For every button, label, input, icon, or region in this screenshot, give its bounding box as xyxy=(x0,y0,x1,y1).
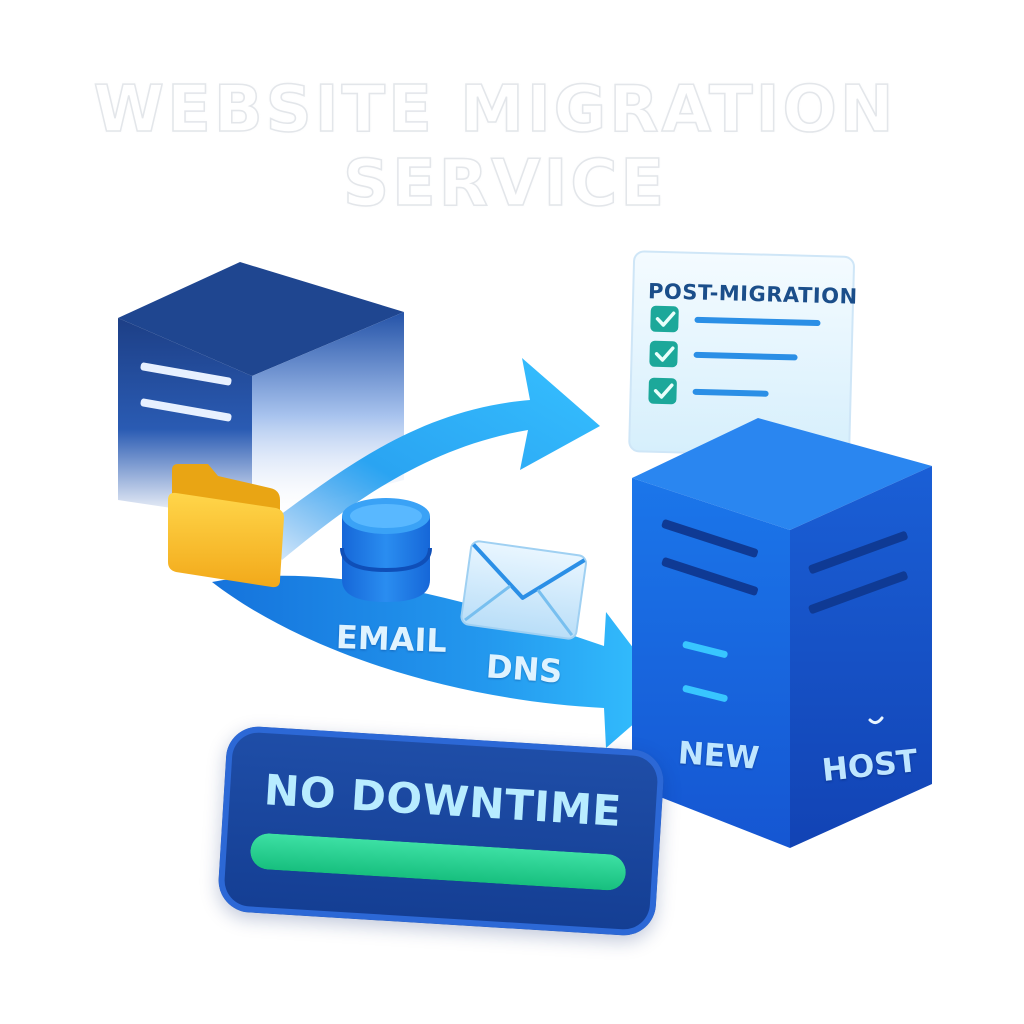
envelope-icon xyxy=(460,540,587,640)
new-server-slot xyxy=(808,531,908,574)
new-server xyxy=(632,418,932,848)
checklist-line xyxy=(694,316,821,327)
check-icon xyxy=(649,340,678,368)
flow-label-dns: DNS xyxy=(484,647,564,691)
page-title-line-1: WEBSITE MIGRATION xyxy=(93,73,897,147)
progress-fill xyxy=(249,832,627,892)
server-label-new: NEW xyxy=(676,735,761,777)
checklist-line xyxy=(692,388,769,397)
check-icon xyxy=(650,305,679,333)
page-title-line-2: SERVICE xyxy=(342,147,668,221)
check-icon xyxy=(648,377,677,405)
old-server-slot xyxy=(140,362,232,386)
checklist-line xyxy=(693,351,798,361)
badge-text: NO DOWNTIME xyxy=(262,765,623,836)
old-server-slot xyxy=(140,398,232,422)
migration-arrow-bottom xyxy=(212,575,668,748)
old-server xyxy=(118,262,404,520)
new-server-slot xyxy=(661,519,759,558)
progress-track xyxy=(249,832,627,892)
new-server-indicator xyxy=(682,641,728,658)
new-server-slot xyxy=(808,571,908,614)
new-server-indicator xyxy=(682,685,728,702)
new-server-slot xyxy=(661,557,759,596)
checklist-card xyxy=(628,250,855,458)
flow-label-email: EMAIL xyxy=(335,618,448,660)
database-icon xyxy=(340,498,432,602)
folder-icon xyxy=(168,464,284,588)
no-downtime-badge: NO DOWNTIME xyxy=(216,724,666,938)
